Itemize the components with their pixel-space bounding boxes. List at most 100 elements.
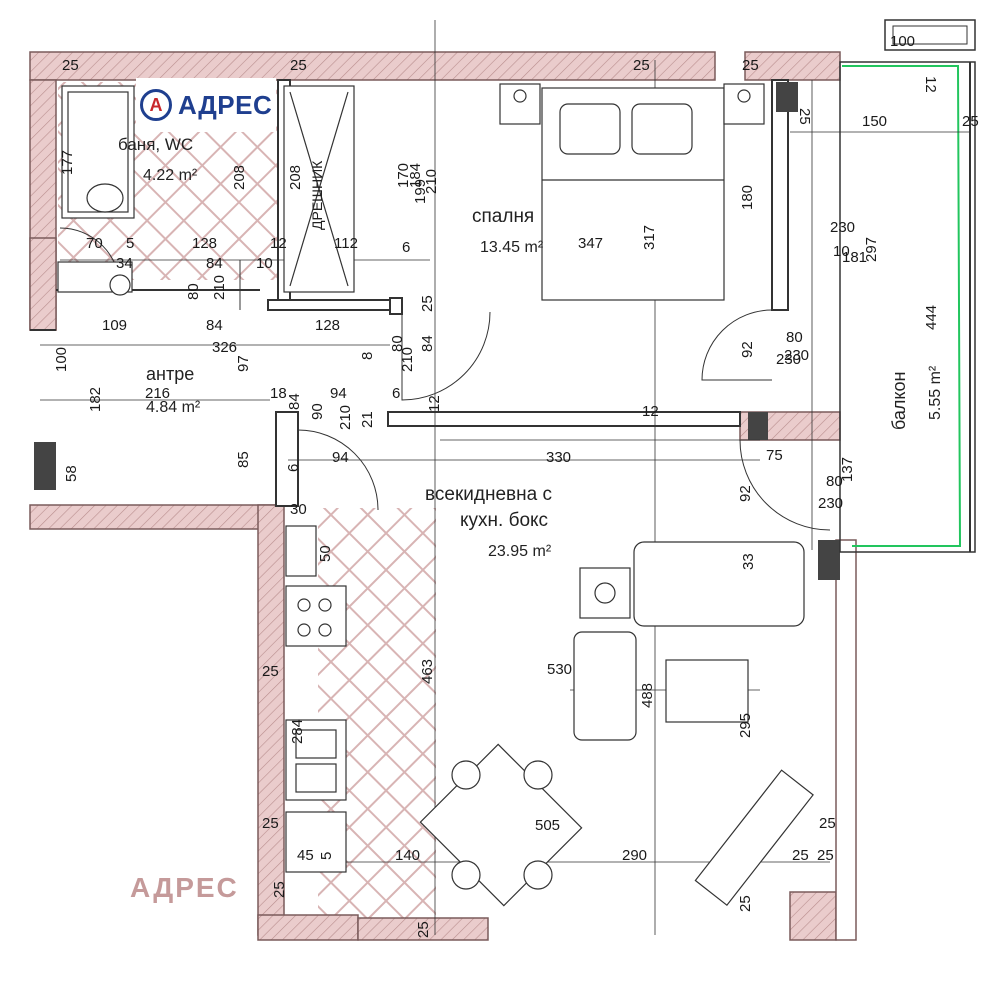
room-labels: баня, WC 4.22 m² ДРЕШНИК спалня 13.45 m²… bbox=[118, 135, 944, 560]
bed bbox=[499, 83, 765, 301]
dimension-label: 58 bbox=[63, 465, 80, 482]
dimension-label: 210 bbox=[337, 405, 354, 430]
dimension-label: 10 bbox=[833, 243, 850, 260]
dimension-label: 210 bbox=[211, 275, 228, 300]
dimension-label: 297 bbox=[863, 237, 880, 262]
dimension-label: 128 bbox=[315, 317, 340, 334]
room-entrance-name: антре bbox=[146, 364, 194, 384]
dimension-label: 80 bbox=[826, 473, 843, 490]
dimension-label: 5 bbox=[126, 235, 134, 252]
dimension-label: 210 bbox=[423, 169, 440, 194]
dimension-label: 25 bbox=[290, 57, 307, 74]
dimension-label: 505 bbox=[535, 817, 560, 834]
dimension-label: 216 bbox=[145, 385, 170, 402]
dimension-label: 230 bbox=[818, 495, 843, 512]
dimension-label: 488 bbox=[639, 683, 656, 708]
dimension-label: 199 bbox=[412, 179, 429, 204]
dimension-label: 12 bbox=[642, 403, 659, 420]
bathroom-fixtures bbox=[57, 85, 355, 296]
dimension-label: 92 bbox=[739, 341, 756, 358]
dimension-label: 100 bbox=[53, 347, 70, 372]
dimension-label: 140 bbox=[395, 847, 420, 864]
room-storage-name: ДРЕШНИК bbox=[309, 160, 325, 230]
walls bbox=[29, 51, 857, 941]
dimension-label: 137 bbox=[839, 457, 856, 482]
dimension-label: 463 bbox=[419, 659, 436, 684]
dimension-label: 90 bbox=[309, 403, 326, 420]
room-living-name: всекидневна с bbox=[425, 484, 552, 505]
dimension-label: 12 bbox=[922, 76, 939, 93]
dimension-label: 25 bbox=[62, 57, 79, 74]
room-living-name-2: кухн. бокс bbox=[460, 510, 548, 531]
dimension-label: 25 bbox=[737, 895, 754, 912]
dimension-label: 230 bbox=[784, 347, 809, 364]
dimension-label: 25 bbox=[262, 663, 279, 680]
dimension-label: 210 bbox=[399, 347, 416, 372]
dimension-label: 6 bbox=[402, 239, 410, 256]
logo-text: АДРЕС bbox=[178, 89, 273, 120]
dimension-label: 25 bbox=[415, 921, 432, 938]
dimension-label: 33 bbox=[740, 553, 757, 570]
dimension-label: 208 bbox=[231, 165, 248, 190]
dimension-label: 10 bbox=[256, 255, 273, 272]
dimension-label: 50 bbox=[317, 545, 334, 562]
dimension-label: 25 bbox=[819, 815, 836, 832]
dimension-label: 182 bbox=[87, 387, 104, 412]
dimension-label: 347 bbox=[578, 235, 603, 252]
dimension-label: 184 bbox=[407, 163, 424, 188]
dimension-label: 12 bbox=[426, 395, 443, 412]
balcony bbox=[839, 19, 976, 553]
dimension-label: 181 bbox=[842, 249, 867, 266]
watermark: АДРЕС bbox=[130, 872, 239, 903]
dimension-label: 25 bbox=[419, 295, 436, 312]
dimension-label: 80 bbox=[389, 335, 406, 352]
dimension-label: 94 bbox=[330, 385, 347, 402]
dimension-label: 170 bbox=[395, 163, 412, 188]
logo: A АДРЕС bbox=[136, 78, 276, 132]
room-bath-area: 4.22 m² bbox=[143, 167, 198, 184]
dimension-label: 18 bbox=[270, 385, 287, 402]
room-living-area: 23.95 m² bbox=[488, 543, 552, 560]
kitchen bbox=[285, 525, 347, 873]
dimension-label: 97 bbox=[235, 355, 252, 372]
dimension-label: 25 bbox=[817, 847, 834, 864]
dimension-label: 84 bbox=[286, 393, 303, 410]
dimension-label: 92 bbox=[737, 485, 754, 502]
dimension-label: 128 bbox=[192, 235, 217, 252]
dimension-label: 177 bbox=[59, 150, 76, 175]
room-entrance-area: 4.84 m² bbox=[146, 399, 201, 416]
dimension-label: 84 bbox=[206, 255, 223, 272]
dimension-label: 100 bbox=[890, 33, 915, 50]
room-balcony-area: 5.55 m² bbox=[927, 365, 944, 420]
dimension-label: 34 bbox=[116, 255, 133, 272]
dimension-label: 290 bbox=[622, 847, 647, 864]
dimension-label: 230 bbox=[830, 219, 855, 236]
dimension-label: 5 bbox=[318, 852, 335, 860]
dimension-label: 330 bbox=[546, 449, 571, 466]
room-bedroom-area: 13.45 m² bbox=[480, 239, 544, 256]
dimension-label: 85 bbox=[235, 451, 252, 468]
dimension-label: 326 bbox=[212, 339, 237, 356]
dimension-label: 84 bbox=[206, 317, 223, 334]
dimension-label: 12 bbox=[270, 235, 287, 252]
dimension-label: 6 bbox=[285, 464, 302, 472]
dimension-label: 317 bbox=[641, 225, 658, 250]
dimension-label: 284 bbox=[289, 719, 306, 744]
dimension-label: 444 bbox=[923, 305, 940, 330]
dimension-label: 25 bbox=[962, 113, 979, 130]
axis-lines bbox=[40, 20, 970, 935]
dimension-label: 94 bbox=[332, 449, 349, 466]
room-bath-name: баня, WC bbox=[118, 135, 193, 154]
dimension-label: 25 bbox=[742, 57, 759, 74]
dimension-label: 25 bbox=[262, 815, 279, 832]
dimension-label: 25 bbox=[633, 57, 650, 74]
dimension-label: 112 bbox=[334, 235, 358, 252]
dimension-label: 208 bbox=[287, 165, 304, 190]
logo-mark: A bbox=[140, 89, 172, 121]
dimension-label: 80 bbox=[786, 329, 803, 346]
dimension-label: 70 bbox=[86, 235, 103, 252]
dimension-label: 295 bbox=[737, 713, 754, 738]
dimension-label: 8 bbox=[359, 352, 376, 360]
